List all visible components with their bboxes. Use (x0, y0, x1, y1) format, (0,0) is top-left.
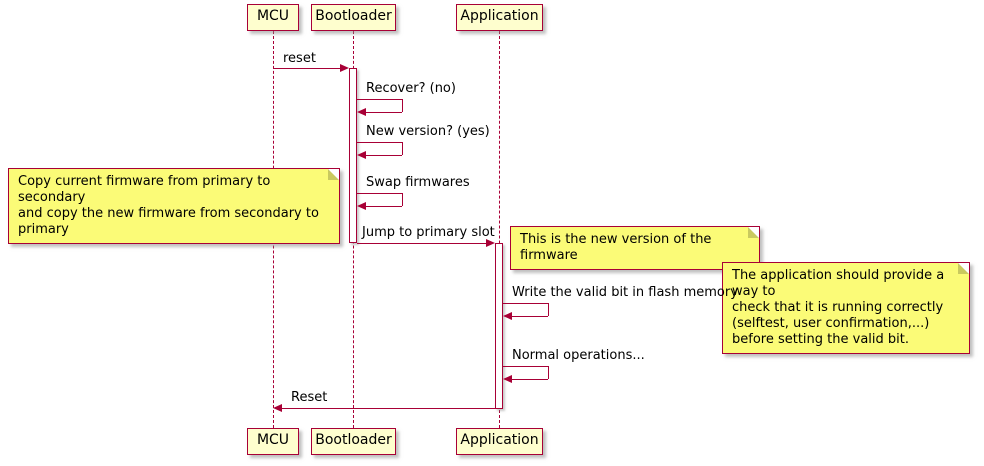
message-jump-label: Jump to primary slot (362, 225, 495, 240)
lifeline-application (499, 31, 500, 428)
activation-bar-bootloader (349, 68, 357, 243)
participant-application-bottom: Application (456, 428, 543, 455)
message-line (503, 366, 548, 367)
message-line (512, 316, 548, 317)
message-line (548, 366, 549, 379)
message-line (548, 303, 549, 316)
participant-bootloader-bottom: Bootloader (311, 428, 396, 455)
message-write-valid-bit-label: Write the valid bit in flash memory (512, 285, 738, 300)
arrowhead-right-icon (486, 239, 495, 247)
arrowhead-left-icon (503, 312, 512, 320)
message-new-version-label: New version? (yes) (366, 124, 490, 139)
arrowhead-left-icon (273, 404, 282, 412)
message-line (402, 142, 403, 155)
message-line (282, 408, 495, 409)
arrowhead-left-icon (357, 151, 366, 159)
arrowhead-left-icon (357, 202, 366, 210)
arrowhead-left-icon (503, 375, 512, 383)
arrowhead-left-icon (357, 108, 366, 116)
note-new-version: This is the new version of the firmware (510, 226, 760, 270)
message-line (273, 68, 340, 69)
message-line (357, 243, 486, 244)
message-line (357, 142, 402, 143)
message-swap-label: Swap firmwares (366, 175, 470, 190)
participant-application-top: Application (456, 4, 543, 31)
arrowhead-right-icon (340, 64, 349, 72)
participant-mcu-bottom: MCU (247, 428, 299, 455)
message-line (512, 379, 548, 380)
note-copy-firmware: Copy current firmware from primary to se… (8, 168, 340, 244)
message-recover-label: Recover? (no) (366, 81, 456, 96)
message-normal-operations-label: Normal operations... (512, 348, 645, 363)
message-reset-label: reset (283, 51, 316, 66)
activation-bar-application (495, 243, 503, 409)
message-line (402, 193, 403, 206)
note-valid-bit: The application should provide a way to … (722, 262, 970, 354)
message-line (366, 155, 402, 156)
participant-bootloader-top: Bootloader (311, 4, 396, 31)
message-line (357, 99, 402, 100)
message-line (402, 99, 403, 112)
message-reset-back-label: Reset (291, 390, 328, 405)
participant-mcu-top: MCU (247, 4, 299, 31)
message-line (366, 206, 402, 207)
message-line (503, 303, 548, 304)
message-line (357, 193, 402, 194)
message-line (366, 112, 402, 113)
